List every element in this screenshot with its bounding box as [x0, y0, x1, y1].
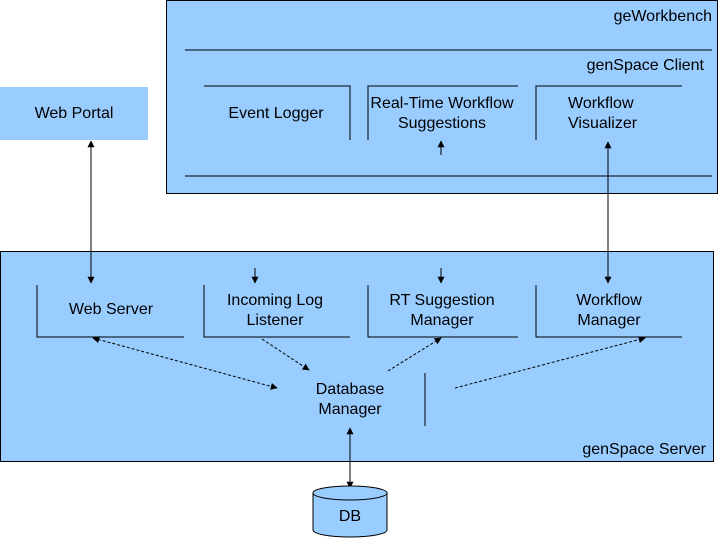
database-manager-label: Database Manager [315, 381, 385, 418]
web-portal-box [0, 87, 148, 140]
event-logger-label: Event Logger [228, 105, 324, 122]
rt-suggestions-bracket [367, 85, 518, 140]
rt-manager-bracket [367, 285, 518, 338]
arrow-listener-dbmanager [261, 338, 310, 371]
db-cylinder [312, 485, 388, 538]
geworkbench-container [166, 0, 718, 194]
workflow-manager-label: Workflow Manager [576, 292, 642, 329]
db-label: DB [338, 508, 362, 525]
geworkbench-title: geWorkbench [613, 8, 712, 25]
genspace-server-title: genSpace Server [582, 441, 706, 458]
event-logger-bracket [204, 85, 351, 140]
rt-suggestion-manager-label: RT Suggestion Manager [389, 292, 495, 329]
workflow-manager-bracket [535, 285, 682, 338]
web-server-label: Web Server [68, 301, 154, 318]
arrow-dbmanager-rtmanager [387, 337, 442, 372]
arrow-webserver-dbmanager [92, 336, 278, 390]
log-listener-label: Incoming Log Listener [226, 292, 324, 329]
workflow-visualizer-label: Workflow Visualizer [568, 95, 638, 132]
arrow-dbmanager-workflowmanager [454, 336, 646, 389]
workflow-visualizer-bracket [535, 85, 682, 140]
web-portal-label: Web Portal [34, 105, 114, 122]
genspace-client-title: genSpace Client [586, 57, 704, 74]
rt-suggestions-label: Real-Time Workflow Suggestions [370, 95, 514, 132]
